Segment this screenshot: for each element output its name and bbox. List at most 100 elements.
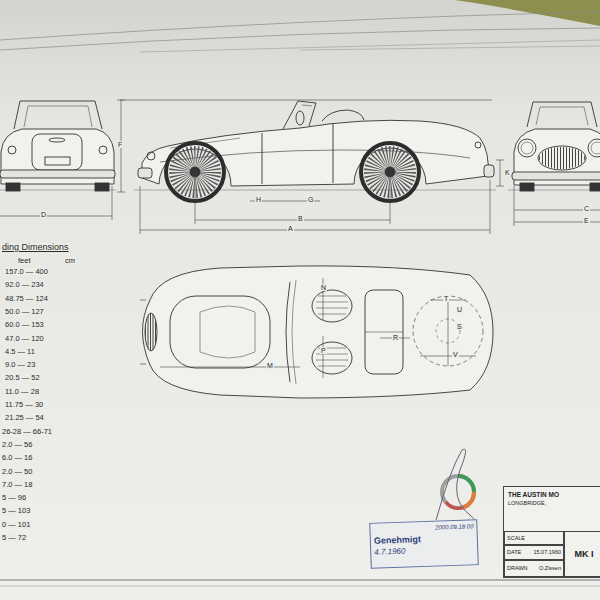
front-view-part xyxy=(518,139,536,157)
dimension-row: 7.0 — 18 xyxy=(1,481,33,489)
node-text: DATE xyxy=(507,549,521,555)
dimension-lines-part xyxy=(140,172,490,234)
dimension-row: 2.0 — 56 xyxy=(1,441,33,449)
dimension-lines-part xyxy=(420,356,476,357)
dimension-letter: E xyxy=(583,217,590,224)
dimension-letter: B xyxy=(297,215,304,222)
node-text: LONGBRIDGE, xyxy=(508,500,546,506)
dimension-lines-part xyxy=(323,336,324,378)
paper-part xyxy=(0,190,600,191)
rear-view-part xyxy=(95,183,109,191)
rear-view-part xyxy=(6,183,20,191)
title-block: THE AUSTIN MO LONGBRIDGE, SCALE DATE 15.07.1… xyxy=(503,486,600,578)
side-view xyxy=(138,101,494,201)
model-cell: MK I xyxy=(564,531,600,577)
dimension-lines-part xyxy=(140,230,490,231)
dimension-row: 157.0 — 400 xyxy=(4,268,49,276)
date-cell: DATE 15.07.1960 xyxy=(504,545,564,560)
rear-view-part xyxy=(0,170,115,178)
side-view-part xyxy=(138,168,152,178)
dimension-letter: N xyxy=(320,284,327,291)
dimension-lines-part xyxy=(120,100,492,101)
dimension-row: 6.0 — 16 xyxy=(1,454,33,462)
front-view-part xyxy=(588,139,600,157)
rear-view-part xyxy=(99,146,107,154)
dimension-lines-part xyxy=(0,186,112,220)
dimension-letter: K xyxy=(504,169,511,176)
front-view-part xyxy=(521,142,533,154)
dimension-row: 4.5 — 11 xyxy=(4,348,36,356)
front-view-part xyxy=(520,183,534,191)
dimension-row: 11.75 — 30 xyxy=(4,401,44,409)
plan-view-part xyxy=(145,313,157,351)
rear-view-part xyxy=(32,134,82,170)
approval-stamp: 2000.09.18.00Genehmigt4.7.1960 xyxy=(369,519,479,569)
dimension-row: 48.75 — 124 xyxy=(4,295,49,303)
side-view-part xyxy=(302,105,312,106)
dimension-lines-part xyxy=(496,160,504,186)
dimension-row: 2.0 — 50 xyxy=(1,468,33,476)
dimension-row: 47.0 — 120 xyxy=(4,335,45,343)
node-text: THE AUSTIN MO xyxy=(508,491,559,498)
node-text: Genehmigt xyxy=(374,534,421,546)
paper-part xyxy=(0,12,600,40)
paper-part xyxy=(300,46,600,50)
dimension-lines-part xyxy=(195,220,390,221)
dimension-lines xyxy=(0,100,600,378)
side-view-part xyxy=(262,123,333,184)
front-view-part xyxy=(536,146,588,170)
front-view xyxy=(512,102,600,191)
dimension-lines-part xyxy=(117,100,125,192)
node-text: 15.07.1960 xyxy=(533,549,561,555)
dimension-letter: D xyxy=(40,211,47,218)
approval-logo-part xyxy=(462,492,474,508)
plan-view xyxy=(140,266,493,398)
node-text: MK I xyxy=(575,549,594,559)
dimension-letter: V xyxy=(452,351,459,358)
rear-view-part xyxy=(24,106,92,127)
front-view-part xyxy=(527,102,597,127)
dimension-row: 20.5 — 52 xyxy=(4,374,41,382)
dimension-row: 11.0 — 28 xyxy=(4,388,40,396)
approval-logo-part xyxy=(458,476,474,492)
node-text: 4.7.1960 xyxy=(374,547,405,557)
dimension-row: 0 — 101 xyxy=(1,521,31,529)
rear-view-part xyxy=(1,129,114,184)
rear-view-part xyxy=(49,138,65,142)
dimension-row: 60.0 — 153 xyxy=(4,321,45,329)
plan-view-part xyxy=(200,306,255,358)
column-header: cm xyxy=(64,257,76,265)
approval-logo-part xyxy=(436,449,475,530)
side-view-part xyxy=(296,111,304,125)
paper-part xyxy=(0,580,600,581)
paper-part xyxy=(140,40,600,52)
plan-view-part xyxy=(365,290,403,374)
dimension-letter: R xyxy=(392,334,399,341)
dimension-row: 5 — 72 xyxy=(1,534,27,542)
approval-logo xyxy=(436,449,475,530)
side-view-part xyxy=(147,152,155,160)
rear-view-part xyxy=(8,146,16,154)
front-view-part xyxy=(536,107,588,125)
scale-cell: SCALE xyxy=(504,531,564,545)
side-view-part xyxy=(484,165,494,177)
plan-view-part xyxy=(312,290,352,322)
front-view-part xyxy=(591,142,600,154)
dimension-row: 9.0 — 23 xyxy=(4,361,36,369)
dimension-letter: H xyxy=(255,196,262,203)
column-header: feet xyxy=(17,257,32,265)
dimension-row: 92.0 — 234 xyxy=(4,281,45,289)
side-view-part xyxy=(283,101,316,129)
table-heading: ding Dimensions xyxy=(1,243,70,252)
rear-view xyxy=(0,101,115,191)
node-text: O.Zissen xyxy=(539,565,561,571)
plan-view-part xyxy=(292,280,296,384)
dimension-lines-part xyxy=(160,367,300,368)
node-text: DRAWN xyxy=(507,565,528,571)
dimension-row: 26-28 — 66-71 xyxy=(1,428,53,436)
plan-view-part xyxy=(312,342,352,374)
paper-part xyxy=(0,28,600,50)
plan-view-part xyxy=(170,296,270,368)
plan-view-part xyxy=(140,300,146,364)
